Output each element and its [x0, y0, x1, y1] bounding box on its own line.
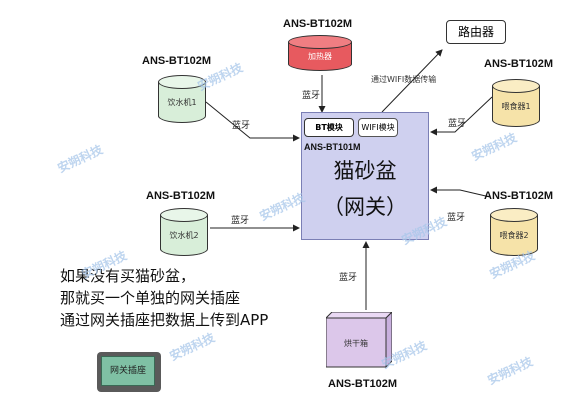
- heater-label: 加热器: [308, 52, 332, 61]
- feeder1-link-label: 蓝牙: [448, 119, 467, 129]
- dryer-link-label: 蓝牙: [339, 273, 358, 283]
- link-feeder1: [430, 96, 493, 136]
- heater-link-label: 蓝牙: [302, 91, 321, 101]
- water1-top: [158, 75, 206, 89]
- water2-top: [160, 208, 208, 222]
- note-line-3: 通过网关插座把数据上传到APP: [60, 311, 269, 329]
- feeder2-label: 喂食器2: [499, 231, 529, 240]
- feeder2-device: 喂食器2: [490, 208, 538, 256]
- gateway-title: 猫砂盆: [333, 159, 397, 183]
- note-line-1: 如果没有买猫砂盆，: [60, 267, 196, 285]
- note-text: 如果没有买猫砂盆， 那就买一个单独的网关插座 通过网关插座把数据上传到APP: [60, 265, 268, 331]
- water1-link-label: 蓝牙: [232, 121, 251, 131]
- feeder1-top: [492, 79, 540, 93]
- feeder1-model: ANS-BT102M: [484, 58, 554, 70]
- router-label: 路由器: [457, 25, 494, 39]
- gateway-subtitle: （网关）: [323, 195, 407, 219]
- water2-model: ANS-BT102M: [146, 190, 216, 202]
- socket-label: 网关插座: [101, 356, 155, 386]
- water2-link-label: 蓝牙: [231, 216, 250, 226]
- feeder2-top: [490, 208, 538, 222]
- water2-label: 饮水机2: [169, 231, 199, 240]
- feeder1-device: 喂食器1: [492, 79, 540, 127]
- water1-model: ANS-BT102M: [142, 55, 212, 67]
- water1-label: 饮水机1: [167, 98, 197, 107]
- link-router: [381, 49, 443, 113]
- heater-device: 加热器: [288, 35, 352, 71]
- water1-device: 饮水机1: [158, 75, 206, 123]
- link-feeder2: [430, 186, 491, 198]
- dryer-device: 烘干箱: [324, 310, 394, 369]
- router-box: 路由器: [446, 20, 506, 44]
- dryer-box-shape: [324, 310, 394, 369]
- dryer-label: 烘干箱: [344, 339, 368, 348]
- feeder1-label: 喂食器1: [501, 102, 531, 111]
- heater-top: [288, 35, 352, 49]
- bt-module: BT模块: [304, 118, 354, 137]
- water2-device: 饮水机2: [160, 208, 208, 256]
- socket-device: 网关插座: [97, 352, 161, 392]
- heater-model: ANS-BT102M: [283, 18, 353, 30]
- feeder2-model: ANS-BT102M: [484, 190, 554, 202]
- dryer-model: ANS-BT102M: [328, 378, 398, 390]
- note-line-2: 那就买一个单独的网关插座: [60, 289, 241, 307]
- gateway-model: ANS-BT101M: [304, 142, 361, 152]
- link-water1: [205, 101, 300, 142]
- feeder2-link-label: 蓝牙: [447, 213, 466, 223]
- wifi-module: WIFI模块: [358, 118, 398, 137]
- router-link-label: 通过WIFI数据传输: [371, 75, 437, 84]
- gateway-box: BT模块 WIFI模块 ANS-BT101M 猫砂盆 （网关）: [301, 112, 429, 240]
